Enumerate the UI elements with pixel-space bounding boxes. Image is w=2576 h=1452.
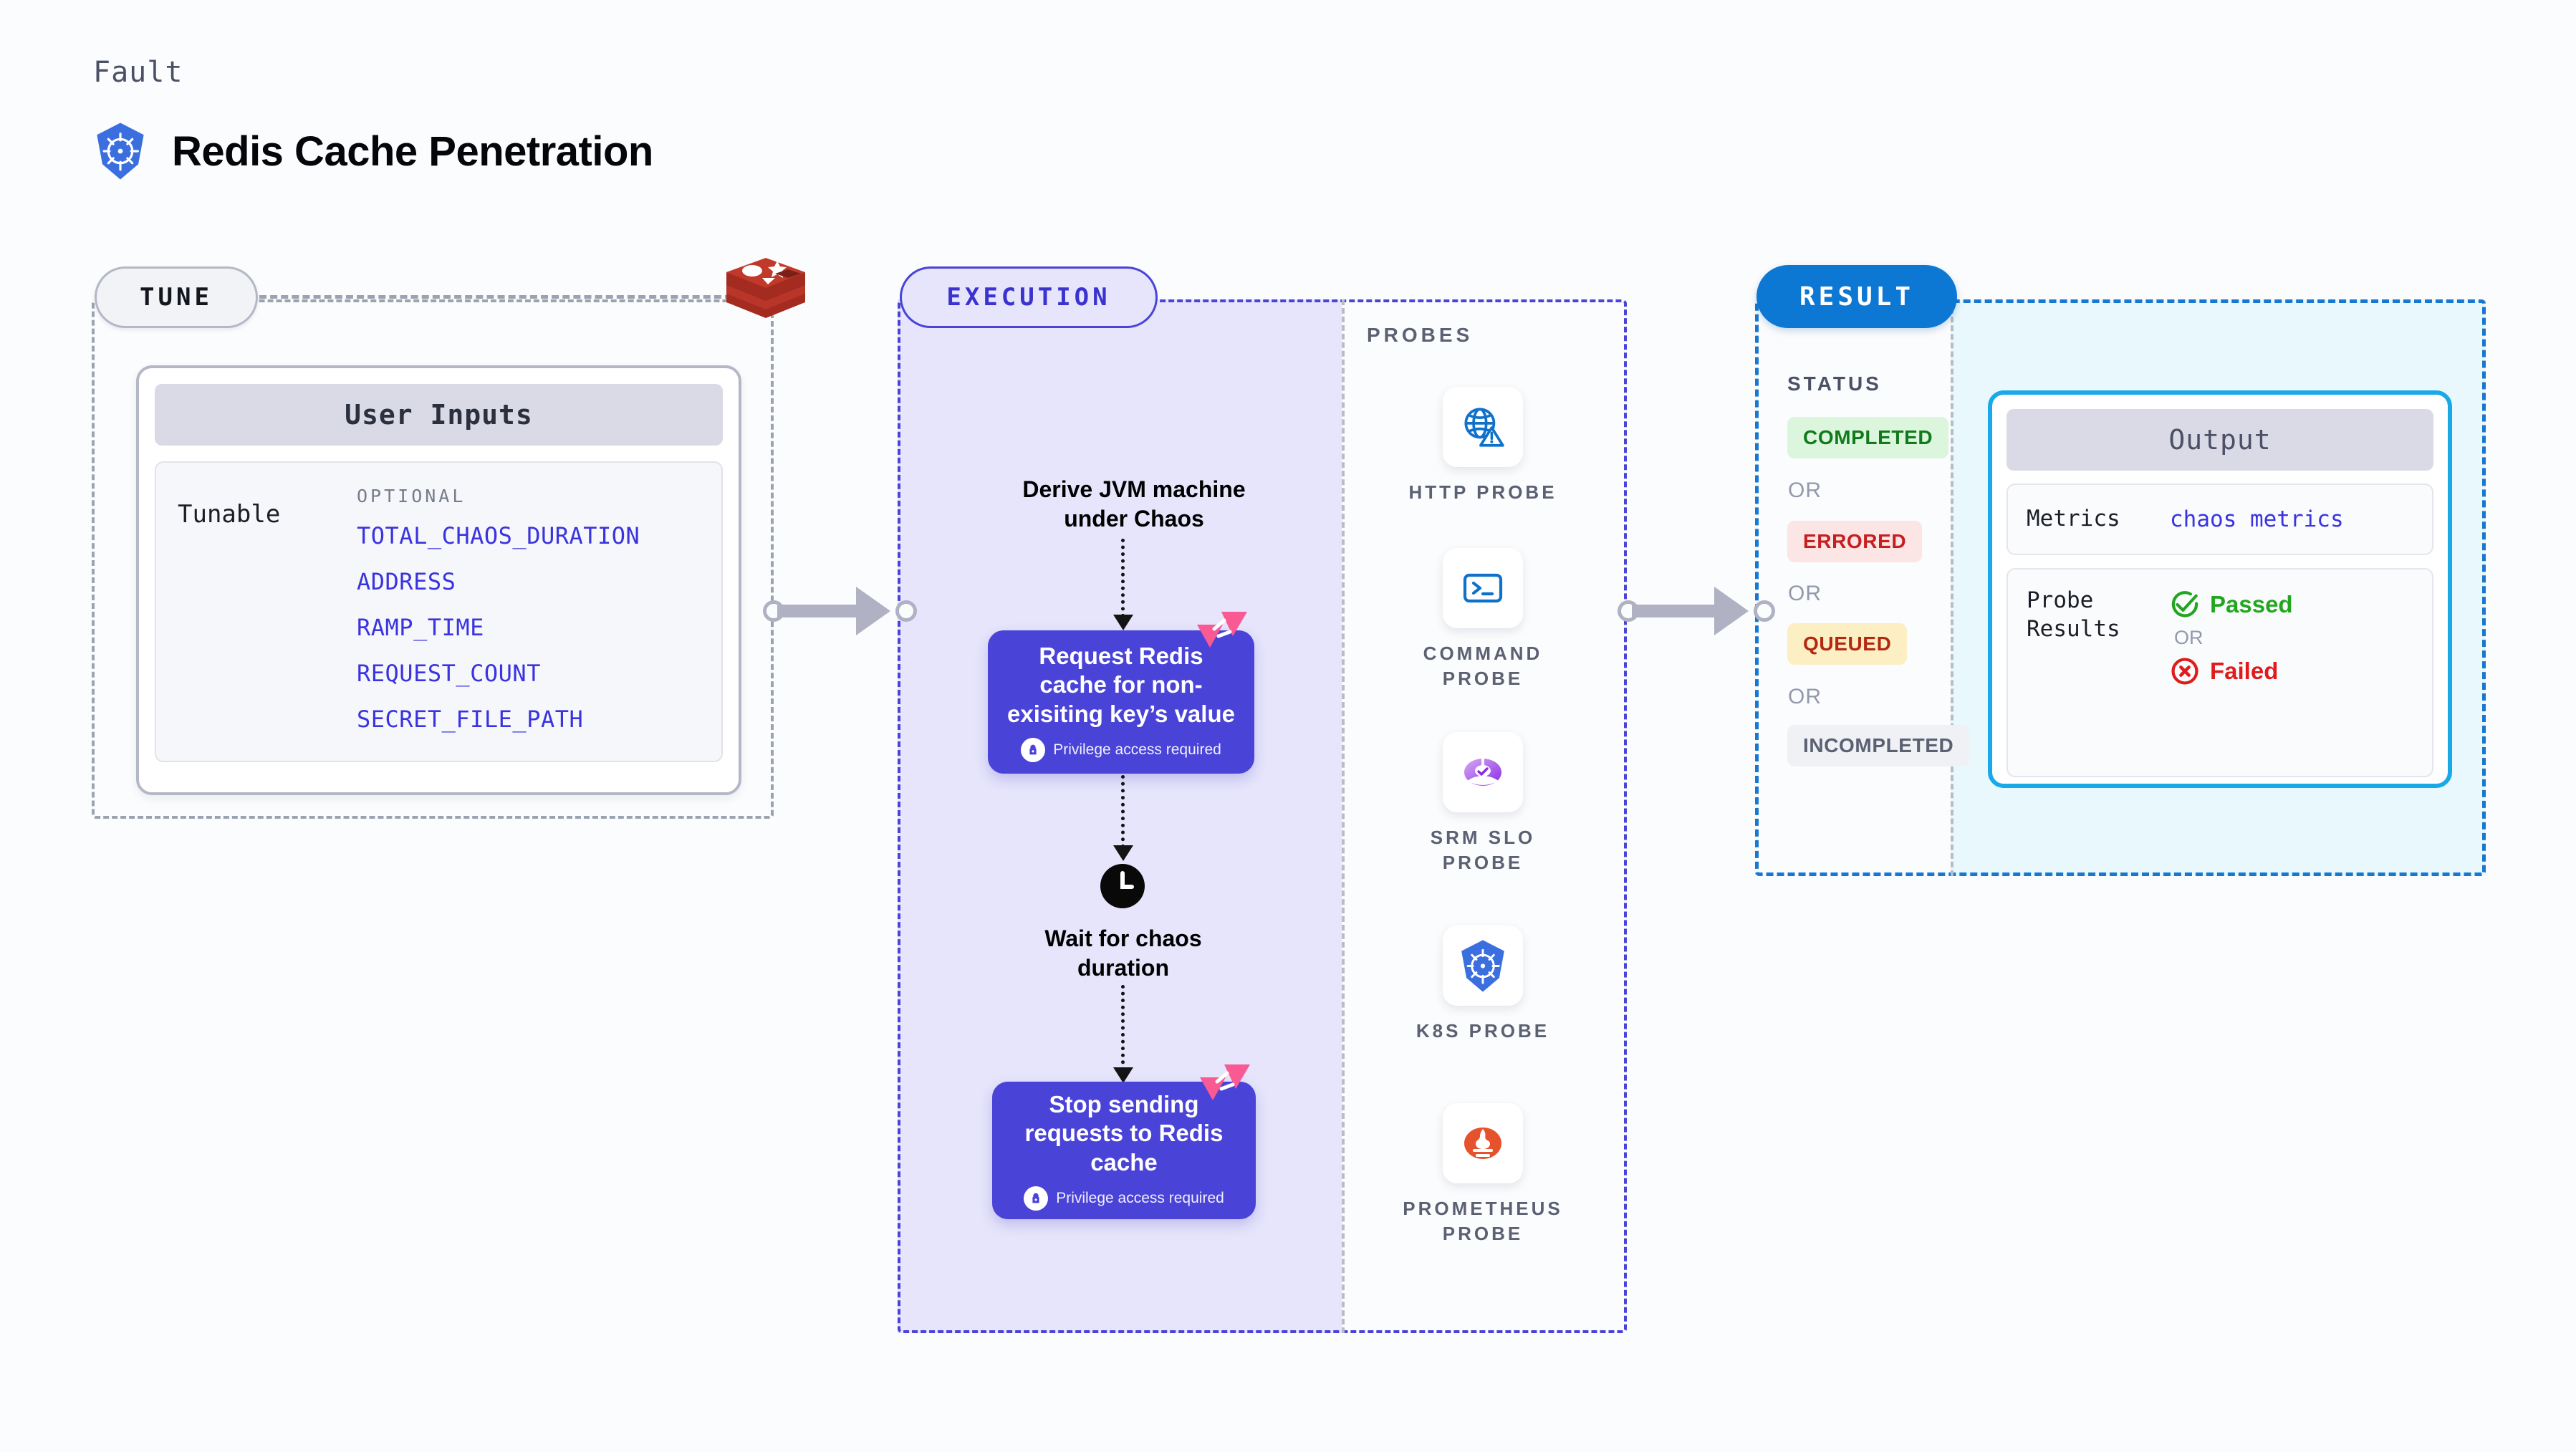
- probe-tile: [1443, 925, 1523, 1006]
- status-badge-incompleted[interactable]: INCOMPLETED: [1787, 725, 1970, 766]
- probe-result-failed: Failed: [2170, 656, 2293, 686]
- probe-item-prometheus[interactable]: PROMETHEUS PROBE: [1390, 1103, 1576, 1246]
- probe-item-command[interactable]: COMMAND PROBE: [1390, 548, 1576, 691]
- metrics-key: Metrics: [2027, 506, 2120, 532]
- probes-title: PROBES: [1367, 324, 1474, 346]
- globe-warning-icon: [1464, 408, 1504, 447]
- flow-arrow-1: [1113, 615, 1133, 630]
- probe-results-or: OR: [2174, 627, 2203, 648]
- redis-icon: [726, 258, 805, 318]
- probe-item-srm-slo[interactable]: SRM SLO PROBE: [1390, 732, 1576, 875]
- optional-label: OPTIONAL: [357, 486, 466, 506]
- probe-tile: [1443, 1103, 1523, 1183]
- lock-icon: [1021, 737, 1046, 762]
- status-badge-completed[interactable]: COMPLETED: [1787, 417, 1949, 458]
- tunable-section: Tunable OPTIONAL TOTAL_CHAOS_DURATION AD…: [155, 461, 723, 762]
- probe-results-key: Probe Results: [2027, 587, 2120, 642]
- kubernetes-icon: [1461, 939, 1504, 992]
- page-title: Redis Cache Penetration: [172, 128, 653, 175]
- status-or: OR: [1788, 685, 1822, 708]
- probe-item-k8s[interactable]: K8S PROBE: [1390, 925, 1576, 1044]
- probes-divider: [1342, 299, 1345, 1333]
- connector-tune-to-execution: [763, 586, 917, 636]
- action-box-stop-requests[interactable]: Stop sending requests to Redis cache Pri…: [992, 1064, 1256, 1219]
- status-divider: [1951, 299, 1953, 876]
- derive-jvm-step-label: Derive JVM machine under Chaos: [1022, 476, 1246, 532]
- probe-label: PROMETHEUS PROBE: [1403, 1198, 1563, 1245]
- action-title: Stop sending requests to Redis cache: [1024, 1091, 1224, 1175]
- chaos-corner-icon: [1197, 612, 1247, 648]
- probe-tile: [1443, 732, 1523, 812]
- srm-slo-icon: [1464, 756, 1501, 786]
- probe-result-passed: Passed: [2170, 590, 2293, 620]
- output-row-probe-results: Probe Results Passed OR Failed: [2007, 568, 2433, 777]
- tunable-item[interactable]: TOTAL_CHAOS_DURATION: [357, 522, 640, 549]
- action-box-request-redis[interactable]: Request Redis cache for non-exisiting ke…: [988, 612, 1254, 774]
- kubernetes-icon: [97, 122, 144, 180]
- user-inputs-title: User Inputs: [155, 384, 723, 446]
- page-title-row: Redis Cache Penetration: [93, 122, 653, 181]
- probe-results-values: Passed OR Failed: [2170, 587, 2293, 686]
- failed-label: Failed: [2210, 658, 2279, 684]
- result-region: [1755, 299, 2486, 876]
- probe-item-http[interactable]: HTTP PROBE: [1390, 387, 1576, 505]
- stage-badge-tune[interactable]: TUNE: [95, 266, 258, 328]
- user-inputs-card: User Inputs Tunable OPTIONAL TOTAL_CHAOS…: [136, 365, 741, 795]
- tune-region: [92, 299, 774, 819]
- status-title: STATUS: [1787, 372, 1882, 395]
- lock-icon: [1024, 1186, 1049, 1211]
- tunable-item[interactable]: SECRET_FILE_PATH: [357, 706, 584, 733]
- probe-tile: [1443, 387, 1523, 467]
- tunable-label: Tunable: [178, 500, 281, 529]
- connector-execution-to-result: [1618, 586, 1775, 636]
- tune-to-redis-link: [259, 295, 732, 299]
- prometheus-icon: [1464, 1128, 1501, 1159]
- x-circle-icon: [2171, 658, 2198, 685]
- optional-column: OPTIONAL TOTAL_CHAOS_DURATION ADDRESS RA…: [357, 486, 700, 738]
- wait-step-label: Wait for chaos duration: [1044, 925, 1202, 981]
- stage-badge-result[interactable]: RESULT: [1756, 265, 1957, 328]
- status-or: OR: [1788, 582, 1822, 605]
- privilege-text: Privilege access required: [1053, 741, 1221, 758]
- probe-label: HTTP PROBE: [1408, 481, 1557, 503]
- flow-line-2: [1121, 775, 1125, 848]
- stage-badge-execution[interactable]: EXECUTION: [900, 266, 1158, 328]
- tunable-item[interactable]: ADDRESS: [357, 568, 456, 595]
- probe-tile: [1443, 548, 1523, 628]
- flow-line-1: [1121, 539, 1125, 617]
- status-badge-queued[interactable]: QUEUED: [1787, 623, 1908, 665]
- action-title: Request Redis cache for non-exisiting ke…: [1007, 643, 1235, 727]
- privilege-text: Privilege access required: [1056, 1189, 1224, 1206]
- clock-icon: [1100, 864, 1145, 908]
- passed-label: Passed: [2210, 591, 2293, 617]
- flow-line-3: [1121, 985, 1125, 1071]
- output-title: Output: [2007, 409, 2433, 471]
- probe-label: COMMAND PROBE: [1423, 643, 1543, 690]
- metrics-value[interactable]: chaos metrics: [2170, 506, 2344, 532]
- probe-label: K8S PROBE: [1416, 1020, 1550, 1042]
- tunable-item[interactable]: REQUEST_COUNT: [357, 660, 541, 687]
- check-circle-icon: [2171, 591, 2198, 617]
- chaos-corner-icon: [1200, 1064, 1250, 1100]
- flow-arrow-3: [1113, 1067, 1133, 1083]
- privilege-note: Privilege access required: [1021, 737, 1221, 762]
- probe-label: SRM SLO PROBE: [1430, 827, 1536, 874]
- output-card: Output Metrics chaos metrics Probe Resul…: [1988, 390, 2452, 788]
- privilege-note: Privilege access required: [1024, 1186, 1224, 1211]
- status-badge-errored[interactable]: ERRORED: [1787, 521, 1923, 562]
- output-row-metrics: Metrics chaos metrics: [2007, 484, 2433, 555]
- tunable-item[interactable]: RAMP_TIME: [357, 614, 484, 641]
- execution-region: [898, 299, 1627, 1333]
- flow-arrow-2: [1113, 845, 1133, 861]
- terminal-icon: [1463, 573, 1503, 603]
- page-kicker: Fault: [93, 56, 183, 89]
- status-or: OR: [1788, 479, 1822, 502]
